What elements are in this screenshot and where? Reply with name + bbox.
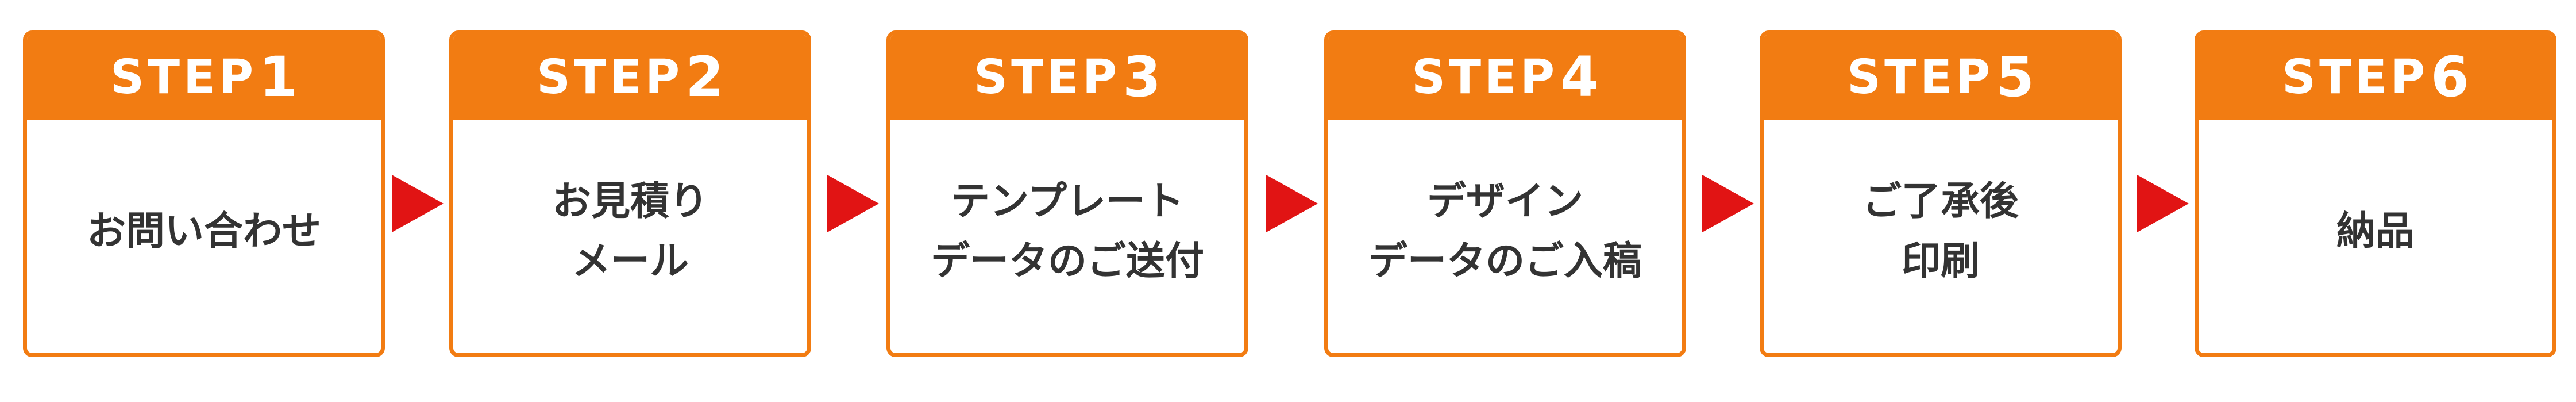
step-text-line: データのご送付 xyxy=(930,239,1204,284)
step-text-line: デザイン xyxy=(1426,179,1583,224)
step-text-line: 納品 xyxy=(2336,209,2415,254)
step-number: 3 xyxy=(1123,45,1161,109)
step-number: 4 xyxy=(1560,45,1599,109)
step-text-line: テンプレート xyxy=(951,179,1184,224)
triangle-right-icon xyxy=(2137,175,2189,232)
step-body-3: テンプレート データのご送付 xyxy=(890,120,1244,353)
step-label: STEP xyxy=(974,49,1121,105)
step-body-4: デザイン データのご入稿 xyxy=(1328,120,1682,353)
step-text-line: お問い合わせ xyxy=(86,209,321,254)
step-number: 6 xyxy=(2431,45,2469,109)
step-text-line: ご了承後 xyxy=(1862,179,2019,224)
step-number: 1 xyxy=(259,45,298,109)
step-label: STEP xyxy=(2282,49,2429,105)
step-body-5: ご了承後 印刷 xyxy=(1764,120,2118,353)
step-number: 2 xyxy=(685,45,724,109)
step-text-line: お見積り xyxy=(552,179,708,224)
step-label: STEP xyxy=(1847,49,1994,105)
step-body-1: お問い合わせ xyxy=(27,120,381,353)
step-body-6: 納品 xyxy=(2199,120,2552,353)
step-label: STEP xyxy=(537,49,684,105)
step-text-line: メール xyxy=(571,239,689,284)
step-body-2: お見積り メール xyxy=(453,120,807,353)
step-label: STEP xyxy=(110,49,257,105)
triangle-right-icon xyxy=(1702,175,1754,232)
step-number: 5 xyxy=(1996,45,2034,109)
triangle-right-icon xyxy=(392,175,444,232)
triangle-right-icon xyxy=(827,175,879,232)
step-label: STEP xyxy=(1412,49,1559,105)
triangle-right-icon xyxy=(1266,175,1318,232)
step-text-line: 印刷 xyxy=(1901,239,1980,284)
step-text-line: データのご入稿 xyxy=(1368,239,1642,284)
